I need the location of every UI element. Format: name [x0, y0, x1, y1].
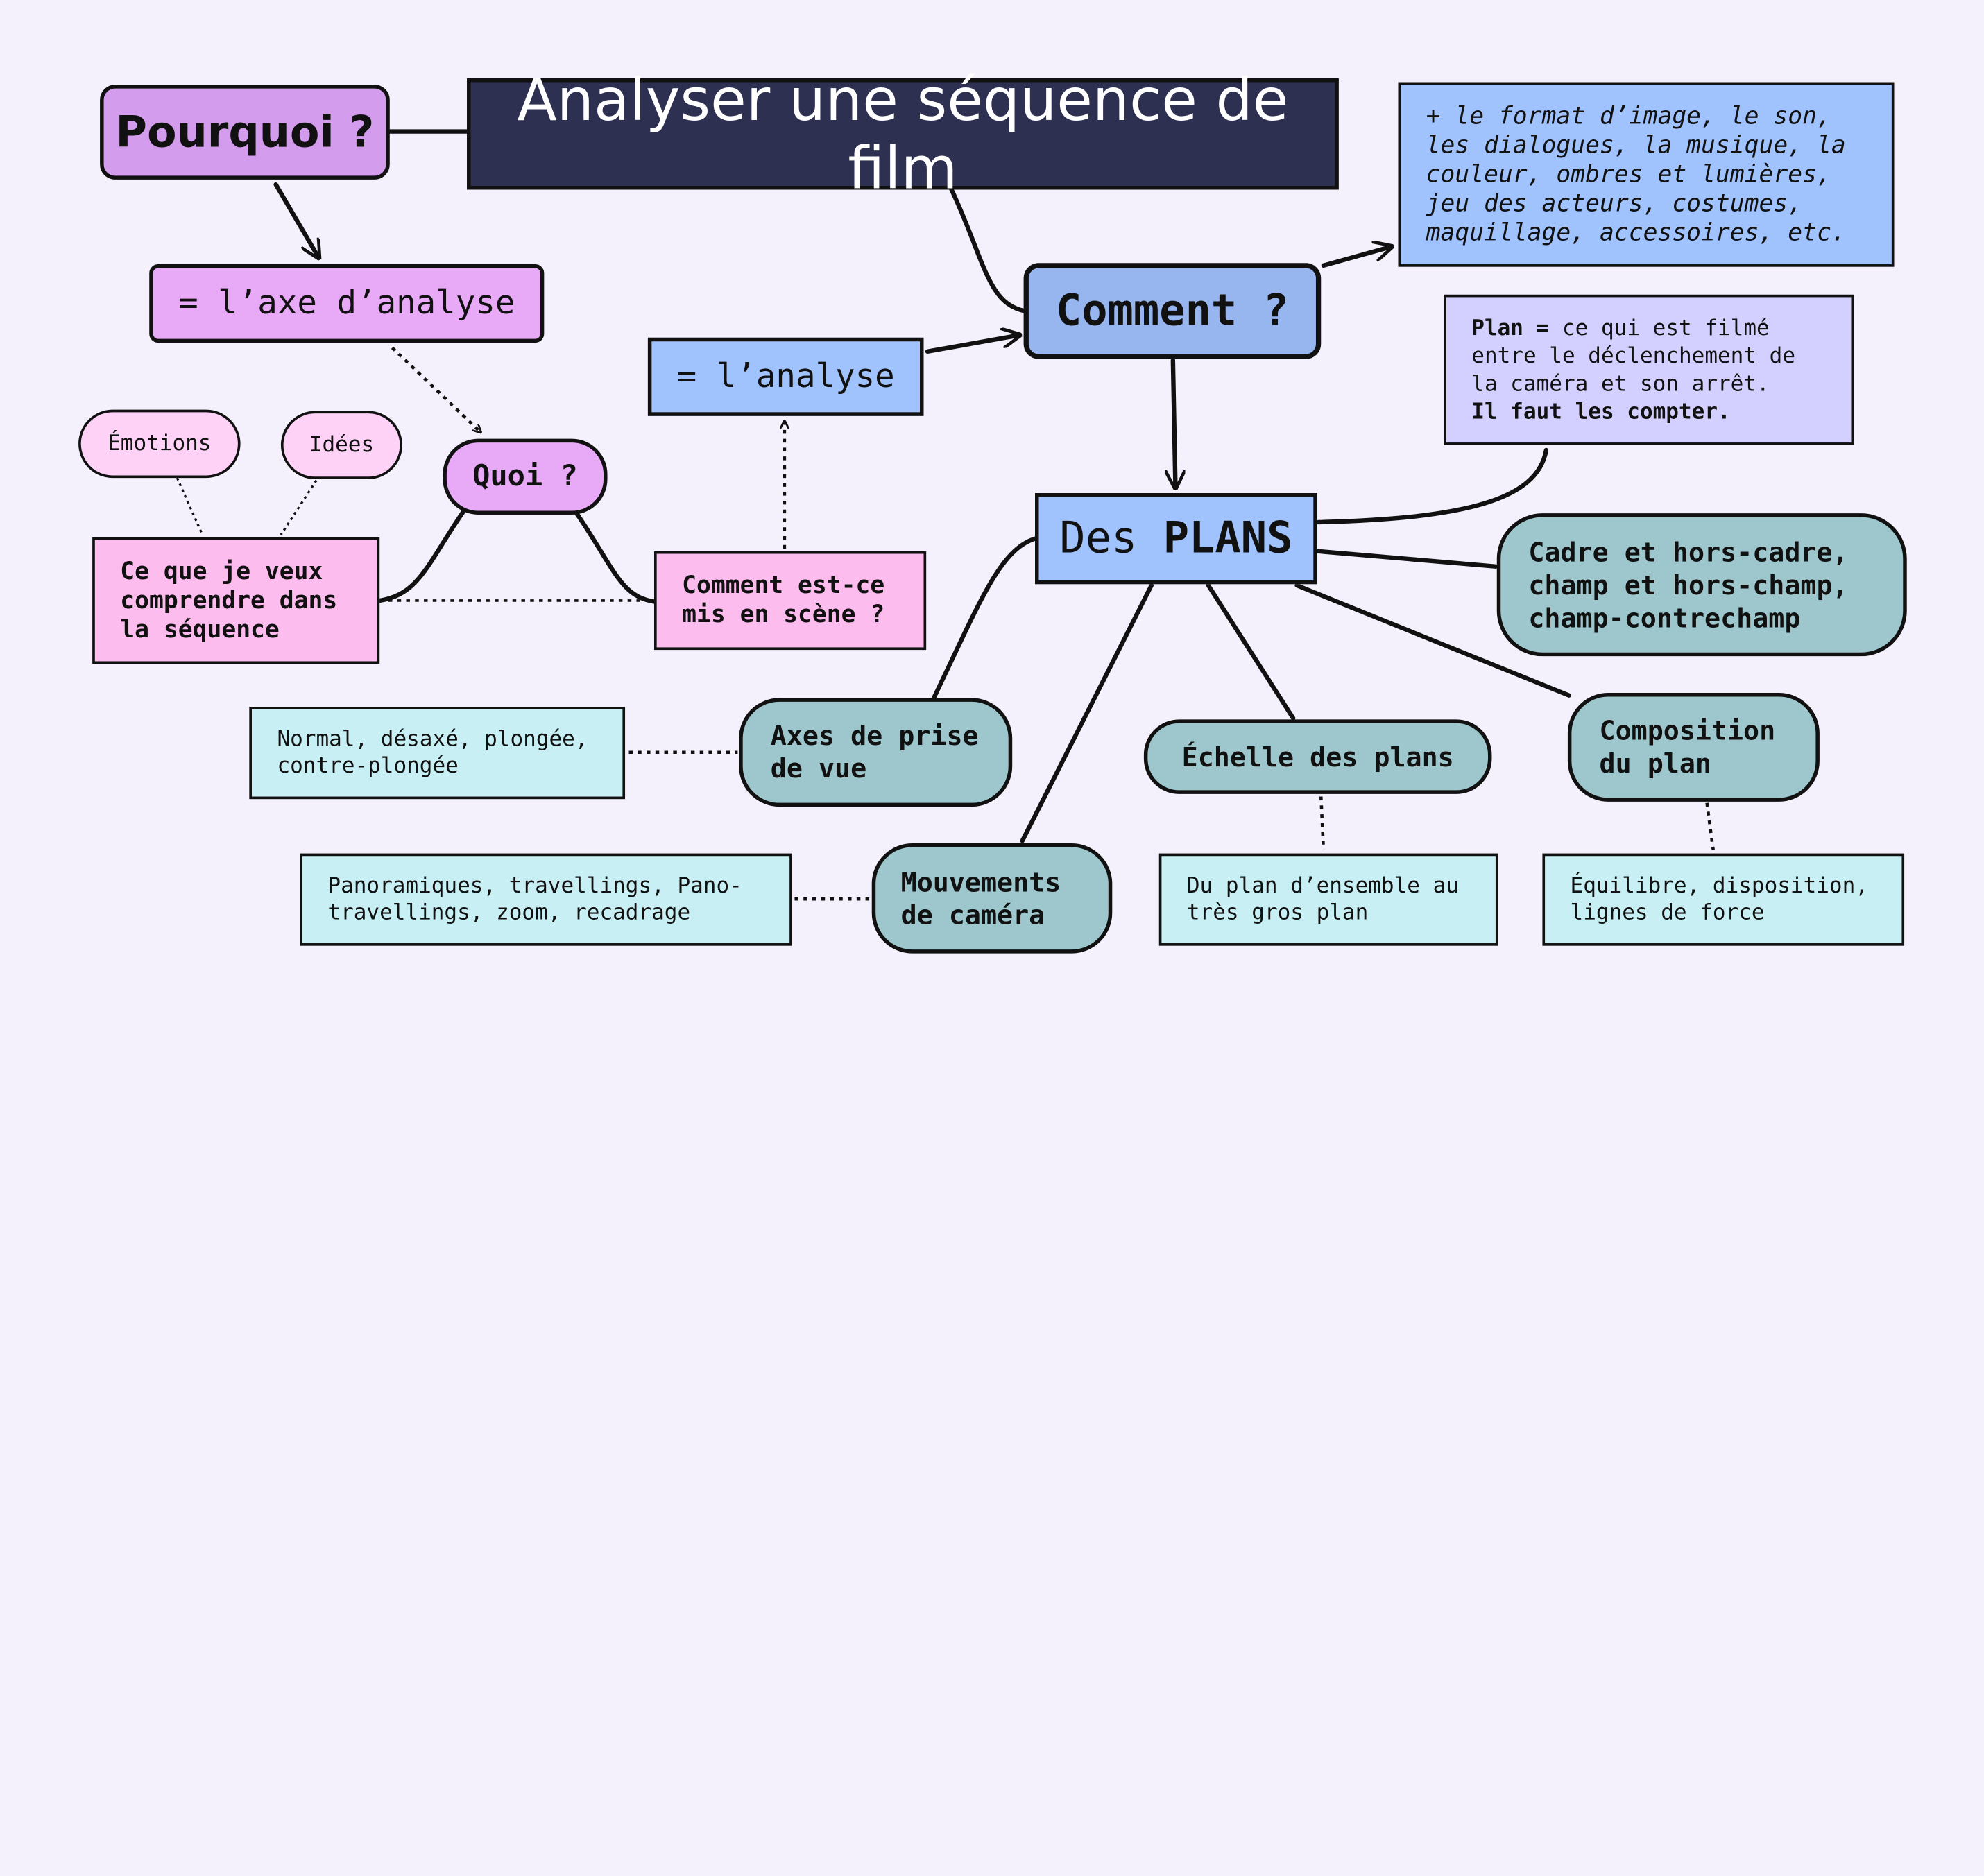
plan-def-line-2: entre le déclenchement de [1471, 343, 1795, 369]
extras-line-2: les dialogues, la musique, la [1426, 130, 1846, 159]
axes-node: Axes de prise de vue [739, 698, 1013, 807]
composition-detail-line-2: lignes de force [1570, 900, 1765, 925]
echelle-node: Échelle des plans [1143, 719, 1492, 794]
dotted-arrow-axe-quoi [391, 346, 481, 432]
plans-node: Des PLANS [1035, 493, 1317, 585]
mise-en-scene-node: Comment est-ce mis en scène ? [653, 551, 927, 651]
plan-def-line-4: Il faut les compter. [1471, 399, 1731, 424]
extras-line-3: couleur, ombres et lumières, [1426, 160, 1831, 188]
axes-detail: Normal, désaxé, plongée, contre-plongée [249, 707, 626, 800]
cadre-line-2: champ et hors-champ, [1528, 569, 1849, 601]
line-plans-cadre [1316, 549, 1498, 569]
arrow-analyse-comment [925, 335, 1020, 354]
idees-bubble: Idées [280, 411, 403, 479]
line-quoi-misenscene [573, 510, 658, 604]
axes-detail-line-2: contre-plongée [277, 752, 459, 779]
page-title: Analyser une séquence de film [467, 66, 1339, 203]
cadre-node: Cadre et hors-cadre, champ et hors-champ… [1496, 513, 1907, 657]
line-plans-composition [1294, 583, 1571, 698]
mise-en-scene-line-2: mis en scène ? [682, 600, 885, 629]
plans-prefix: Des [1059, 513, 1163, 565]
quoi-node: Quoi ? [443, 438, 608, 515]
dotted-idees-comprendre [280, 479, 318, 536]
plan-def-line-3: la caméra et son arrêt. [1471, 371, 1770, 397]
echelle-detail-line-2: très gros plan [1186, 900, 1369, 925]
plan-definition-note: Plan = ce qui est filmé entre le déclenc… [1444, 294, 1854, 445]
echelle-detail-line-1: Du plan d’ensemble au [1186, 872, 1459, 899]
mouvements-line-1: Mouvements [900, 866, 1061, 897]
comprendre-line-3: la séquence [120, 614, 280, 644]
composition-detail-line-1: Équilibre, disposition, [1570, 872, 1868, 899]
analyse-node: = l’analyse [647, 337, 924, 416]
extras-line-5: maquillage, accessoires, etc. [1426, 218, 1846, 246]
plans-bold: PLANS [1163, 513, 1293, 565]
mouvements-detail: Panoramiques, travellings, Pano- travell… [300, 853, 792, 946]
composition-line-1: Composition [1599, 715, 1776, 746]
line-plans-echelle [1206, 583, 1296, 721]
mouvements-node: Mouvements de caméra [871, 843, 1113, 954]
axe-analyse-node: = l’axe d’analyse [149, 264, 545, 343]
connector-lines [176, 129, 1715, 901]
axes-line-1: Axes de prise [770, 721, 979, 751]
composition-node: Composition du plan [1567, 693, 1820, 802]
line-plans-plandef [1316, 447, 1549, 525]
comprendre-line-1: Ce que je veux [120, 557, 323, 585]
line-plans-axes [931, 536, 1038, 700]
axes-line-2: de vue [770, 753, 867, 784]
axes-detail-line-1: Normal, désaxé, plongée, [277, 726, 588, 752]
echelle-detail: Du plan d’ensemble au très gros plan [1158, 853, 1498, 946]
pourquoi-node: Pourquoi ? [100, 85, 390, 180]
plan-def-line-1-rest: ce qui est filmé [1549, 315, 1770, 341]
plan-def-bold: Plan = [1471, 315, 1550, 341]
comment-node: Comment ? [1023, 263, 1322, 359]
line-plans-mouvements [1020, 583, 1154, 843]
extras-line-1: + le format d’image, le son, [1426, 101, 1831, 130]
extras-line-4: jeu des acteurs, costumes, [1426, 189, 1803, 217]
dotted-composition-detail [1705, 802, 1715, 850]
cadre-line-1: Cadre et hors-cadre, [1528, 536, 1849, 567]
arrow-comment-extras [1321, 247, 1392, 268]
cadre-line-3: champ-contrechamp [1528, 602, 1801, 633]
mouvements-detail-line-1: Panoramiques, travellings, Pano- [327, 872, 742, 899]
mise-en-scene-line-1: Comment est-ce [682, 571, 885, 600]
extras-note: + le format d’image, le son, les dialogu… [1398, 82, 1895, 267]
comprendre-node: Ce que je veux comprendre dans la séquen… [92, 537, 380, 664]
dotted-emotions-comprendre [176, 477, 204, 535]
composition-line-2: du plan [1599, 748, 1711, 780]
comprendre-line-2: comprendre dans [120, 586, 338, 614]
line-title-comment [949, 187, 1027, 313]
line-quoi-comprendre [377, 506, 468, 603]
emotions-bubble: Émotions [78, 409, 241, 479]
mouvements-detail-line-2: travellings, zoom, recadrage [327, 900, 691, 925]
mouvements-line-2: de caméra [900, 900, 1045, 930]
arrow-comment-plans [1173, 358, 1176, 488]
composition-detail: Équilibre, disposition, lignes de force [1542, 853, 1905, 946]
arrow-pourquoi-axe [273, 182, 319, 258]
dotted-echelle-detail [1319, 796, 1326, 850]
plan-def-line-1: Plan = ce qui est filmé [1471, 314, 1769, 342]
